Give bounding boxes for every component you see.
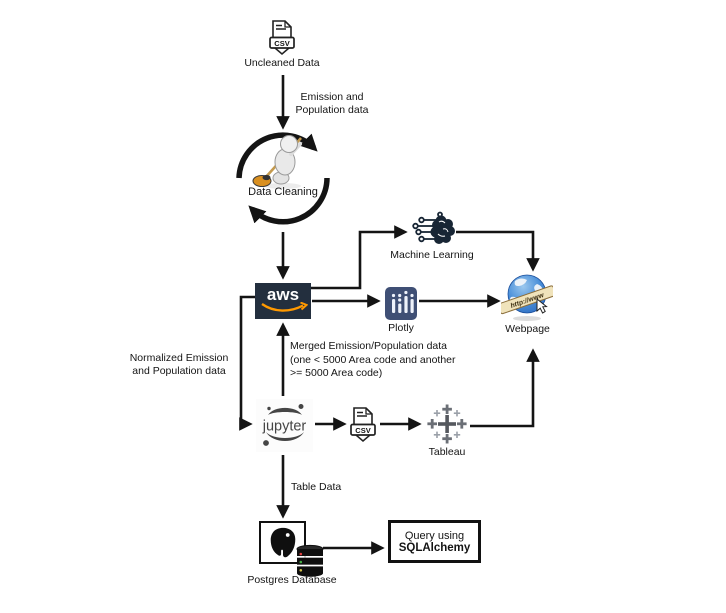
- machine-learning-icon: [412, 211, 455, 244]
- normalized-data-label: Normalized Emission and Population data: [129, 352, 229, 378]
- text-lines: [276, 24, 286, 30]
- top-moon: [268, 407, 302, 415]
- csv-badge-text: CSV: [355, 426, 370, 435]
- table-data-label: Table Data: [291, 481, 342, 493]
- dog-ear: [284, 21, 291, 28]
- postgres-node: [259, 521, 306, 564]
- csv-badge: [269, 36, 295, 49]
- cycle-arrow-top: [236, 132, 318, 179]
- brain-folds: [437, 220, 449, 237]
- edge-aws-to-jupyter: [239, 295, 255, 431]
- csv-export-icon: CSV: [350, 407, 376, 442]
- tableau-pluses: [438, 415, 456, 433]
- plotly-bars: [391, 290, 414, 313]
- elephant-silhouette: [270, 527, 295, 557]
- db-led-red: [299, 552, 303, 556]
- aws-logo: aws: [255, 283, 311, 319]
- document-bottom: [274, 47, 290, 55]
- database-stack-icon: [296, 544, 324, 577]
- aws-logo-text: aws: [266, 285, 300, 304]
- tableau-icon: [427, 404, 467, 444]
- jupyter-logo: jupyter: [256, 399, 313, 452]
- elephant-eye: [285, 532, 290, 537]
- webpage-label: Webpage: [505, 323, 550, 335]
- data-cleaning-label: Data Cleaning: [248, 186, 318, 198]
- sweeper-figure-icon: [252, 135, 302, 189]
- postgres-elephant-icon: [270, 527, 295, 557]
- cursor-arrow-icon: [536, 297, 548, 314]
- plotly-icon: [385, 287, 417, 320]
- db-led-green: [299, 560, 303, 564]
- data-cleaning-cycle-icon: [236, 132, 330, 225]
- postgres-label: Postgres Database: [247, 574, 337, 586]
- aws-smile-icon: [261, 302, 308, 312]
- circuit-traces: [412, 211, 443, 243]
- uncleaned-data-label: Uncleaned Data: [244, 57, 320, 69]
- query-line1: Query using: [404, 529, 465, 542]
- webpage-globe-icon: http://www: [501, 274, 553, 321]
- db-led-yellow: [299, 569, 303, 572]
- jupyter-logo-text: jupyter: [262, 419, 307, 435]
- cycle-arrow-bottom: [248, 177, 330, 225]
- bottom-moon: [266, 432, 304, 441]
- tableau-label: Tableau: [428, 446, 466, 458]
- plotly-label: Plotly: [388, 322, 414, 334]
- figure-head: [280, 135, 298, 153]
- query-line2: SQLAlchemy: [398, 541, 471, 554]
- merged-data-label: Merged Emission/Population data (one < 5…: [290, 340, 456, 379]
- edge-tableau-to-webpage: [470, 348, 540, 428]
- csv-badge-text: CSV: [274, 39, 289, 48]
- emission-population-label: Emission and Population data: [295, 91, 369, 117]
- machine-learning-label: Machine Learning: [390, 249, 474, 261]
- query-sqlalchemy-box: Query using SQLAlchemy: [388, 520, 481, 563]
- csv-file-icon: CSV: [269, 20, 295, 55]
- jupyter-icon: jupyter: [262, 404, 307, 446]
